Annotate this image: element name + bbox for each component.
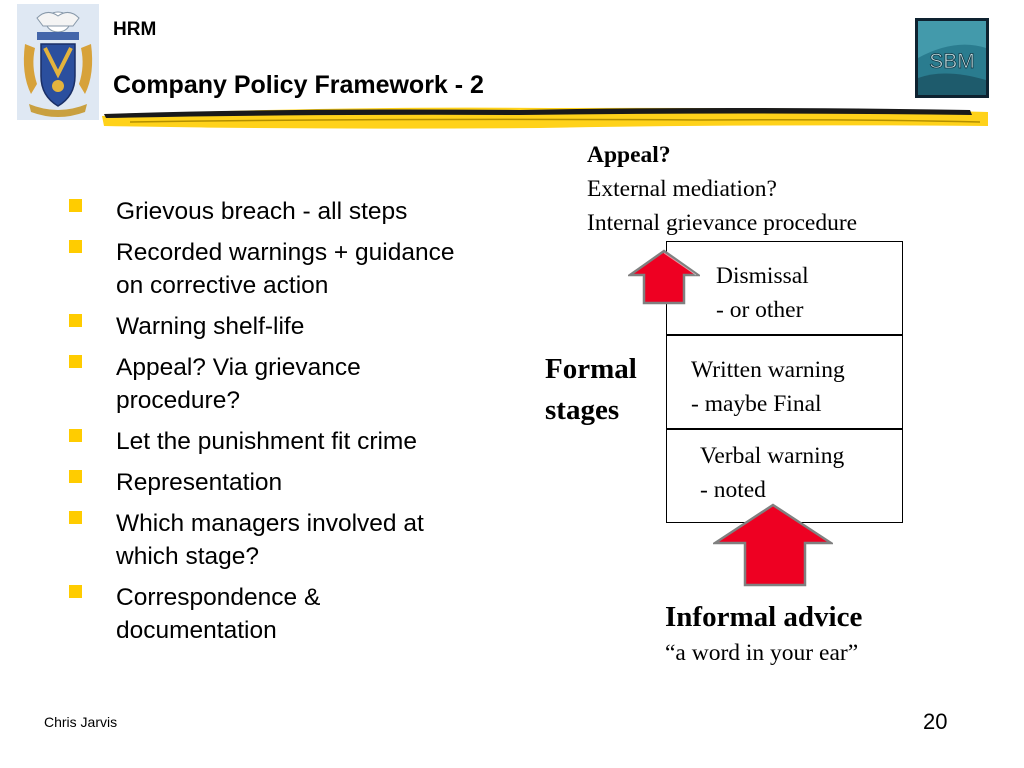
bullet-marker: [69, 355, 82, 368]
bullet-item: Grievous breach - all steps: [66, 195, 526, 228]
formal-label-line: Formal: [545, 353, 637, 385]
section-label: HRM: [113, 19, 157, 40]
bullet-text: procedure?: [116, 387, 240, 414]
informal-quote: “a word in your ear”: [665, 640, 859, 666]
sbm-logo: SBM: [915, 18, 989, 98]
stage-dismissal: Dismissal - or other: [666, 241, 903, 335]
stage-label: Dismissal: [716, 263, 809, 289]
crest-logo: [17, 4, 99, 120]
bullet-text: Representation: [116, 469, 283, 496]
bullet-item: Appeal? Via grievance procedure?: [66, 351, 526, 417]
bullet-text: Correspondence &: [116, 584, 321, 611]
bullet-text: documentation: [116, 617, 277, 644]
bullet-item: Recorded warnings + guidance on correctiv…: [66, 236, 526, 302]
bullet-marker: [69, 240, 82, 253]
formal-label-line: stages: [545, 394, 620, 426]
bullet-marker: [69, 511, 82, 524]
bullet-item: Let the punishment fit crime: [66, 425, 526, 458]
stage-label: Written warning: [691, 357, 845, 383]
bullet-text: Let the punishment fit crime: [116, 428, 417, 455]
bullet-marker: [69, 199, 82, 212]
sbm-logo-text: SBM: [929, 50, 975, 73]
bullet-item: Which managers involved at which stage?: [66, 507, 526, 573]
bullet-text: Warning shelf-life: [116, 313, 305, 340]
up-arrow-icon: [628, 249, 700, 305]
bullet-text: Which managers involved at: [116, 510, 424, 537]
page-number: 20: [923, 709, 948, 734]
appeal-line: Internal grievance procedure: [587, 210, 858, 236]
bullet-item: Correspondence & documentation: [66, 581, 526, 647]
bullet-marker: [69, 429, 82, 442]
bullet-item: Warning shelf-life: [66, 310, 526, 343]
bullet-list: Grievous breach - all steps Recorded war…: [66, 195, 526, 655]
up-arrow-icon: [713, 503, 833, 587]
bullet-text: Grievous breach - all steps: [116, 198, 408, 225]
appeal-line: External mediation?: [587, 176, 777, 202]
footer-author: Chris Jarvis: [44, 714, 118, 730]
slide-title: Company Policy Framework - 2: [113, 71, 484, 99]
appeal-heading: Appeal?: [587, 142, 671, 168]
stage-verbal-warning: Verbal warning - noted: [666, 429, 903, 523]
bullet-marker: [69, 470, 82, 483]
bullet-marker: [69, 585, 82, 598]
bullet-marker: [69, 314, 82, 327]
formal-stages-label: Formal stages: [545, 349, 637, 431]
bullet-item: Representation: [66, 466, 526, 499]
stage-label: Verbal warning: [700, 443, 845, 469]
informal-advice: Informal advice “a word in your ear”: [665, 597, 862, 669]
stage-sublabel: - or other: [716, 297, 804, 323]
stage-sublabel: - noted: [700, 477, 766, 503]
stage-written-warning: Written warning - maybe Final: [666, 335, 903, 429]
appeal-note: Appeal? External mediation? Internal gri…: [587, 138, 857, 240]
stage-sublabel: - maybe Final: [691, 391, 822, 417]
bullet-text: Appeal? Via grievance: [116, 354, 361, 381]
informal-heading: Informal advice: [665, 601, 863, 633]
bullet-text: on corrective action: [116, 272, 329, 299]
title-underline: [102, 107, 988, 129]
bullet-text: Recorded warnings + guidance: [116, 239, 455, 266]
bullet-text: which stage?: [116, 543, 260, 570]
